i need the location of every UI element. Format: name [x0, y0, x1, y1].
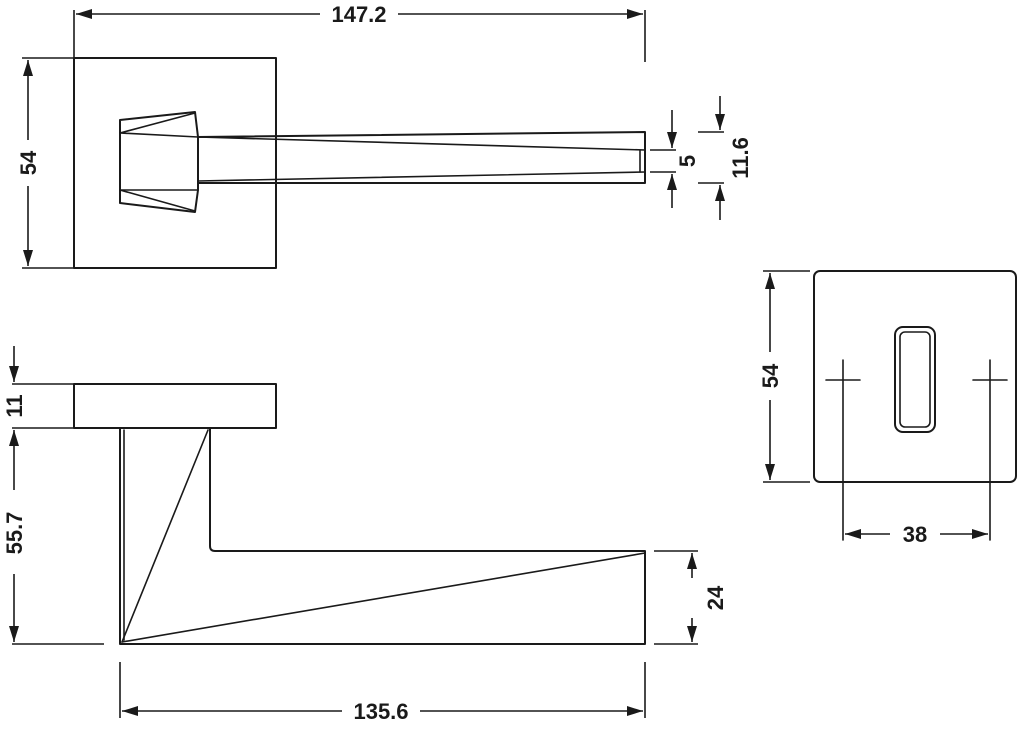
- top-arm-taper-line: [197, 136, 646, 151]
- dimension-label: 135.6: [353, 699, 408, 724]
- side-rose-outline: [73, 383, 277, 429]
- dimension-label: 24: [703, 585, 728, 610]
- dimension-label: 11: [2, 394, 27, 417]
- dimension-label: 38: [903, 522, 927, 547]
- dimension-label: 5: [675, 155, 700, 167]
- dimension-label: 55.7: [2, 512, 27, 555]
- escutcheon-view: 54 38: [758, 270, 1017, 547]
- screw-hole-marker-right: [972, 359, 1008, 541]
- dimension-top-rose-height: 54: [16, 57, 74, 269]
- dimension-label: 54: [16, 150, 41, 175]
- side-view: 11 55.7 24 135.: [2, 346, 728, 724]
- top-hub-facet-line: [119, 132, 199, 138]
- dimension-escutcheon-height: 54: [758, 270, 810, 483]
- top-hub-facet-line: [119, 189, 196, 212]
- dimension-side-grip-height: 24: [654, 550, 728, 645]
- side-lever-body: [119, 427, 646, 645]
- top-arm-taper-line: [197, 171, 646, 182]
- dimension-label: 11.6: [728, 137, 753, 179]
- top-hub-facet-line: [119, 112, 196, 134]
- top-lever-hub: [119, 111, 199, 213]
- escutcheon-plate-outline: [813, 270, 1017, 483]
- dimension-top-overall-length: 147.2: [73, 2, 646, 62]
- dimension-top-tip-height: 11.6: [698, 96, 753, 220]
- top-view: 147.2 54 5: [16, 2, 753, 269]
- dimension-top-tip-thickness: 5: [650, 110, 700, 208]
- top-lever-arm: [197, 131, 646, 184]
- dimension-label: 54: [758, 363, 783, 388]
- keyhole-slot-inner: [899, 331, 931, 428]
- dimension-side-rose-thickness: 11: [2, 346, 74, 429]
- side-lever-facet-line: [121, 552, 646, 643]
- dimension-side-lever-length: 135.6: [119, 662, 646, 724]
- dimension-side-projection: 55.7: [2, 430, 104, 645]
- dimension-label: 147.2: [331, 2, 386, 27]
- top-rose-outline: [73, 57, 277, 269]
- dimension-escutcheon-screw-spacing: 38: [845, 522, 988, 547]
- side-lever-facet-line: [121, 429, 209, 643]
- screw-hole-marker-left: [825, 359, 861, 541]
- keyhole-slot: [894, 326, 936, 433]
